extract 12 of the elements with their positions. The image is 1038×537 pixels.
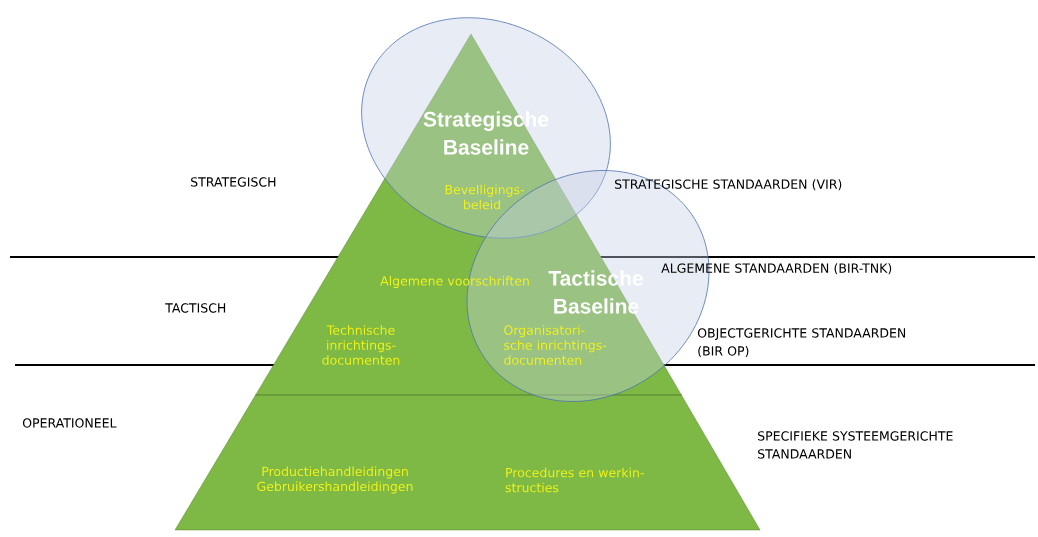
- level-label: TACTISCH: [165, 303, 226, 313]
- level-label: OBJECTGERICHTE STANDAARDEN (BIR OP): [697, 328, 906, 358]
- level-label: STRATEGISCH: [191, 177, 276, 187]
- level-label: OPERATIONEEL: [22, 418, 117, 428]
- pyramid-text: Bevelligings- beleid: [445, 184, 524, 210]
- level-label: ALGEMENE STANDAARDEN (BIR-TNK): [661, 263, 892, 275]
- pyramid-text: Procedures en werkin- structies: [505, 467, 644, 493]
- pyramid-text: Technische inrichtings- documenten: [322, 325, 400, 365]
- pyramid-text: Organisatori- sche inrichtings- documenten: [504, 325, 607, 365]
- pyramid-text: Productiehandleidingen Gebruikershandleidingen: [257, 466, 413, 494]
- level-label: SPECIFIEKE SYSTEEMGERICHTE STANDAARDEN: [758, 431, 953, 459]
- level-label: STRATEGISCHE STANDAARDEN (VIR): [615, 179, 842, 191]
